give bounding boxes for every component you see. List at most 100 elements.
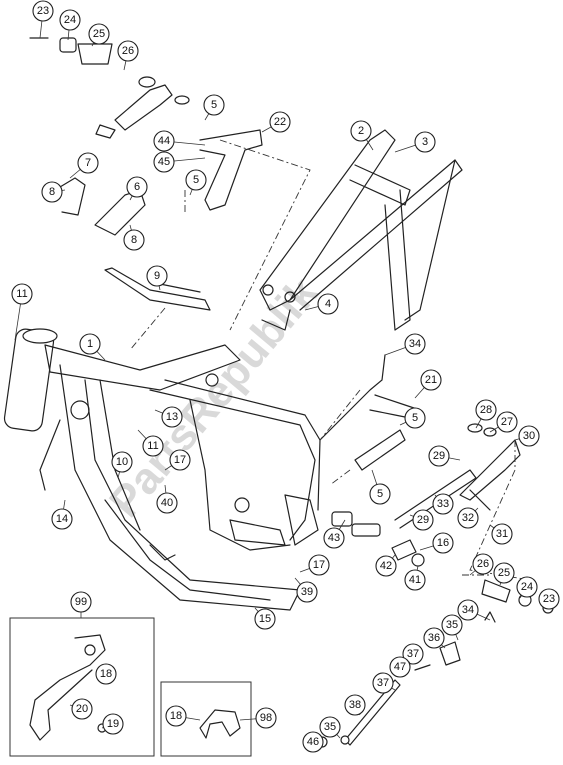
callout-circle (428, 445, 450, 467)
callout-17: 17 (299, 554, 330, 576)
inset-box-99 (9, 617, 155, 757)
callout-5: 5 (369, 469, 391, 505)
callout-number: 42 (380, 560, 392, 572)
callout-43: 43 (323, 519, 346, 549)
callout-number: 11 (147, 440, 158, 452)
callout-circle (308, 554, 330, 576)
callout-20: 20 (69, 698, 93, 720)
callout-circle (491, 523, 513, 545)
callout-number: 45 (158, 156, 170, 168)
callout-circle (255, 707, 277, 729)
callout-number: 36 (428, 632, 440, 644)
callout-number: 15 (259, 613, 271, 625)
callout-number: 2 (358, 125, 364, 137)
callout-5: 5 (399, 407, 426, 429)
callout-number: 29 (433, 450, 445, 462)
callout-29: 29 (428, 445, 461, 467)
callout-circle (404, 569, 426, 591)
callout-10: 10 (111, 451, 133, 479)
callout-44: 44 (153, 130, 206, 152)
callout-18: 18 (165, 705, 201, 727)
callout-25: 25 (493, 562, 515, 586)
callout-45: 45 (153, 151, 206, 173)
callout-1: 1 (79, 333, 106, 361)
callout-circle (41, 181, 63, 203)
callout-7: 7 (69, 152, 99, 179)
callout-5: 5 (185, 169, 207, 196)
callout-circle (126, 176, 148, 198)
callout-number: 5 (193, 174, 199, 186)
callout-circle (319, 716, 341, 738)
callout-circle (203, 94, 225, 116)
callout-5: 5 (203, 94, 225, 121)
dashed-leaders (129, 139, 531, 581)
callout-number: 30 (523, 430, 535, 442)
callout-21: 21 (414, 369, 442, 399)
callout-circle (32, 0, 54, 22)
callout-11: 11 (11, 283, 33, 341)
callout-number: 47 (394, 661, 406, 673)
callout-circle (412, 509, 434, 531)
callout-circle (269, 111, 291, 133)
callout-number: 29 (417, 514, 429, 526)
callout-32: 32 (457, 507, 479, 529)
callout-circle (302, 731, 324, 753)
callout-37: 37 (372, 672, 396, 694)
callout-number: 98 (260, 712, 272, 724)
callout-circle (344, 694, 366, 716)
callout-circle (389, 656, 411, 678)
callout-number: 23 (37, 5, 49, 17)
main-frame (3, 328, 321, 611)
callout-number: 37 (407, 648, 419, 660)
callout-number: 39 (301, 586, 313, 598)
callout-40: 40 (156, 484, 178, 514)
watermark: PartsRepublik (100, 268, 328, 527)
callout-number: 17 (313, 559, 325, 571)
callout-number: 1 (87, 338, 93, 350)
callout-circle (161, 406, 183, 428)
callout-35: 35 (319, 716, 341, 739)
callout-18: 18 (95, 663, 117, 685)
callout-circle (516, 576, 538, 598)
callout-16: 16 (419, 532, 454, 554)
callout-42: 42 (375, 554, 397, 577)
callout-circle (142, 435, 164, 457)
callout-circle (59, 9, 81, 31)
callout-25: 25 (88, 23, 110, 47)
callout-circle (432, 493, 454, 515)
callout-99: 99 (70, 591, 92, 618)
callout-circle (493, 562, 515, 584)
callout-number: 23 (543, 593, 555, 605)
callout-number: 4 (325, 298, 331, 310)
callout-circle (51, 508, 73, 530)
callout-31: 31 (489, 523, 513, 545)
callout-22: 22 (261, 111, 291, 133)
callout-41: 41 (404, 565, 426, 591)
callout-circle (372, 672, 394, 694)
callout-number: 5 (377, 488, 383, 500)
callout-4: 4 (304, 293, 339, 315)
callout-number: 11 (16, 288, 27, 300)
callout-24: 24 (516, 576, 538, 599)
callout-number: 25 (93, 28, 105, 40)
callout-circle (88, 23, 110, 45)
callout-number: 16 (437, 537, 449, 549)
callout-8: 8 (123, 224, 145, 251)
callout-23: 23 (538, 588, 560, 610)
callout-number: 19 (107, 718, 119, 730)
callout-circle (102, 713, 124, 735)
callout-circle (77, 152, 99, 174)
callout-number: 44 (158, 135, 170, 147)
callout-circle (156, 492, 178, 514)
callout-number: 6 (134, 181, 140, 193)
callout-number: 37 (377, 677, 389, 689)
callout-circle (70, 591, 92, 613)
callout-17: 17 (164, 449, 191, 471)
callout-circle (423, 627, 445, 649)
callout-number: 8 (131, 234, 137, 246)
callout-circle (457, 507, 479, 529)
callout-number: 7 (85, 157, 91, 169)
callout-number: 34 (462, 604, 474, 616)
callout-circle (369, 483, 391, 505)
